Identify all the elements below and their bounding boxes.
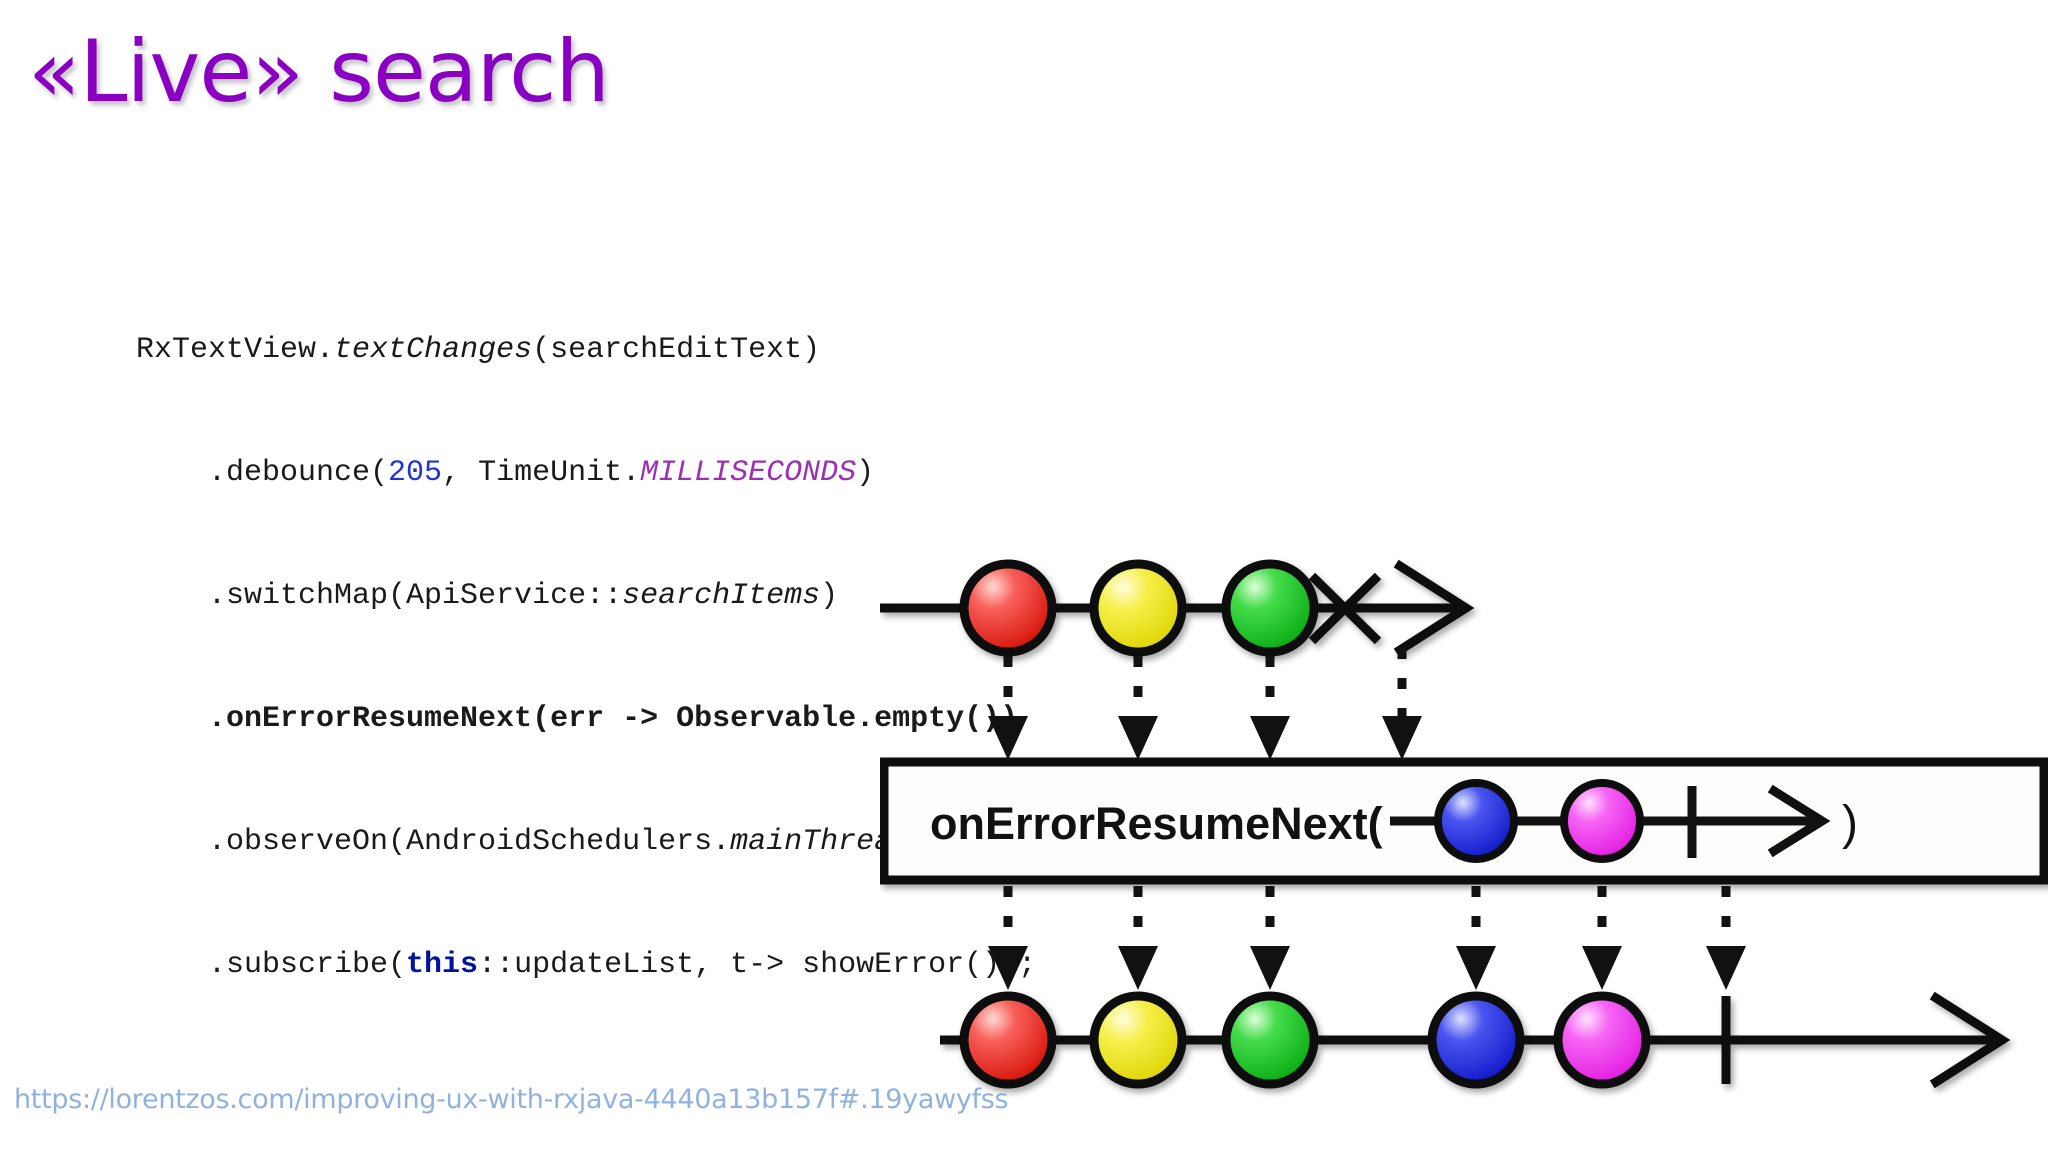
code-text: .subscribe( xyxy=(136,948,407,982)
marble-yellow-source xyxy=(1089,559,1187,657)
connector-dashed-arrow xyxy=(988,656,1028,760)
connector-dashed-arrow xyxy=(1582,886,1622,990)
code-text: .switchMap(ApiService:: xyxy=(136,579,623,613)
marble-blue-resume xyxy=(1434,779,1518,863)
code-constant: MILLISECONDS xyxy=(640,456,857,490)
result-timeline xyxy=(940,991,2011,1089)
code-highlighted-call: .onErrorResumeNext(err -> Observable.emp… xyxy=(136,702,1019,736)
connector-dashed-arrow xyxy=(1456,886,1496,990)
connector-dashed-arrow xyxy=(988,886,1028,990)
code-text: .observeOn(AndroidSchedulers. xyxy=(136,825,731,859)
result-arrowhead-icon xyxy=(1929,991,2011,1089)
resume-arrowhead-icon xyxy=(1767,784,1831,858)
source-url-link[interactable]: https://lorentzos.com/improving-ux-with-… xyxy=(14,1084,1009,1115)
marble-green-source xyxy=(1221,559,1319,657)
page-title: «Live» search xyxy=(28,22,610,122)
marble-yellow-result xyxy=(1089,991,1187,1089)
code-method: textChanges xyxy=(334,333,533,367)
operator-label: onErrorResumeNext( xyxy=(930,798,1383,849)
connector-dashed-arrow-complete xyxy=(1706,886,1746,990)
marble-red-result xyxy=(959,991,1057,1089)
code-text: .debounce( xyxy=(136,456,389,490)
code-line-1: RxTextView.textChanges(searchEditText) xyxy=(136,330,1036,371)
marble-magenta-resume xyxy=(1560,779,1644,863)
connector-dashed-arrow xyxy=(1118,656,1158,760)
operator-to-result-connectors xyxy=(988,886,1746,990)
resume-timeline xyxy=(1390,779,1831,863)
connector-dashed-arrow xyxy=(1118,886,1158,990)
connector-dashed-arrow-error xyxy=(1382,648,1422,760)
connector-dashed-arrow xyxy=(1250,886,1290,990)
code-line-4: .onErrorResumeNext(err -> Observable.emp… xyxy=(136,699,1036,740)
code-number: 205 xyxy=(388,456,443,490)
source-arrowhead-icon xyxy=(1393,559,1475,657)
marble-green-result xyxy=(1221,991,1319,1089)
code-text: ) xyxy=(820,579,839,613)
source-to-operator-connectors xyxy=(988,648,1422,760)
error-x-icon xyxy=(1308,572,1382,645)
code-text: ) xyxy=(856,456,875,490)
code-text: , TimeUnit. xyxy=(442,456,641,490)
operator-box: onErrorResumeNext( ) xyxy=(880,757,2048,885)
operator-close-paren: ) xyxy=(1842,797,1858,850)
code-text: RxTextView. xyxy=(136,333,335,367)
marble-blue-result xyxy=(1427,991,1525,1089)
code-text: (searchEditText) xyxy=(532,333,821,367)
marble-magenta-result xyxy=(1553,991,1651,1089)
code-line-2: .debounce(205, TimeUnit.MILLISECONDS) xyxy=(136,453,1036,494)
connector-dashed-arrow xyxy=(1250,656,1290,760)
code-keyword: this xyxy=(406,948,479,982)
source-timeline xyxy=(880,559,1475,657)
code-method: searchItems xyxy=(622,579,821,613)
marble-red-source xyxy=(959,559,1057,657)
code-line-3: .switchMap(ApiService::searchItems) xyxy=(136,576,1036,617)
marble-diagram: onErrorResumeNext( ) xyxy=(880,548,2048,1152)
